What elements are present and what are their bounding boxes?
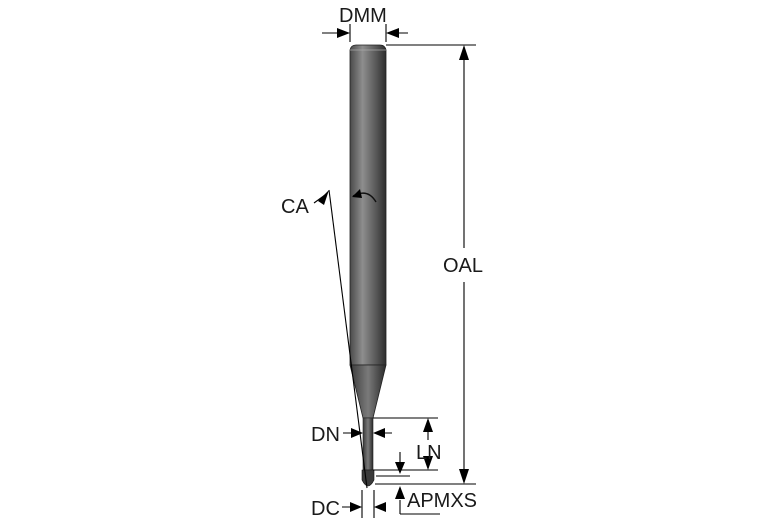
oal-label: OAL: [443, 255, 483, 277]
ca-dimension: CA: [281, 189, 368, 489]
cutting-head: [361, 469, 375, 487]
oal-dimension: OAL: [375, 44, 483, 485]
tool-body: [349, 44, 387, 487]
rotation-arrowhead: [352, 189, 362, 198]
dn-label: DN: [311, 424, 340, 446]
apmxs-dimension: APMXS: [376, 452, 477, 515]
ca-label: CA: [281, 196, 309, 218]
ln-dimension: LN: [373, 417, 442, 471]
dmm-dimension: DMM: [322, 5, 408, 42]
dc-label: DC: [311, 498, 340, 520]
taper-cone: [349, 364, 387, 419]
ln-label: LN: [416, 442, 442, 464]
apmxs-label: APMXS: [407, 490, 477, 512]
dmm-label: DMM: [339, 5, 387, 27]
neck: [362, 417, 374, 471]
dn-dimension: DN: [311, 424, 392, 446]
dc-dimension: DC: [311, 490, 386, 520]
shank: [349, 44, 387, 366]
